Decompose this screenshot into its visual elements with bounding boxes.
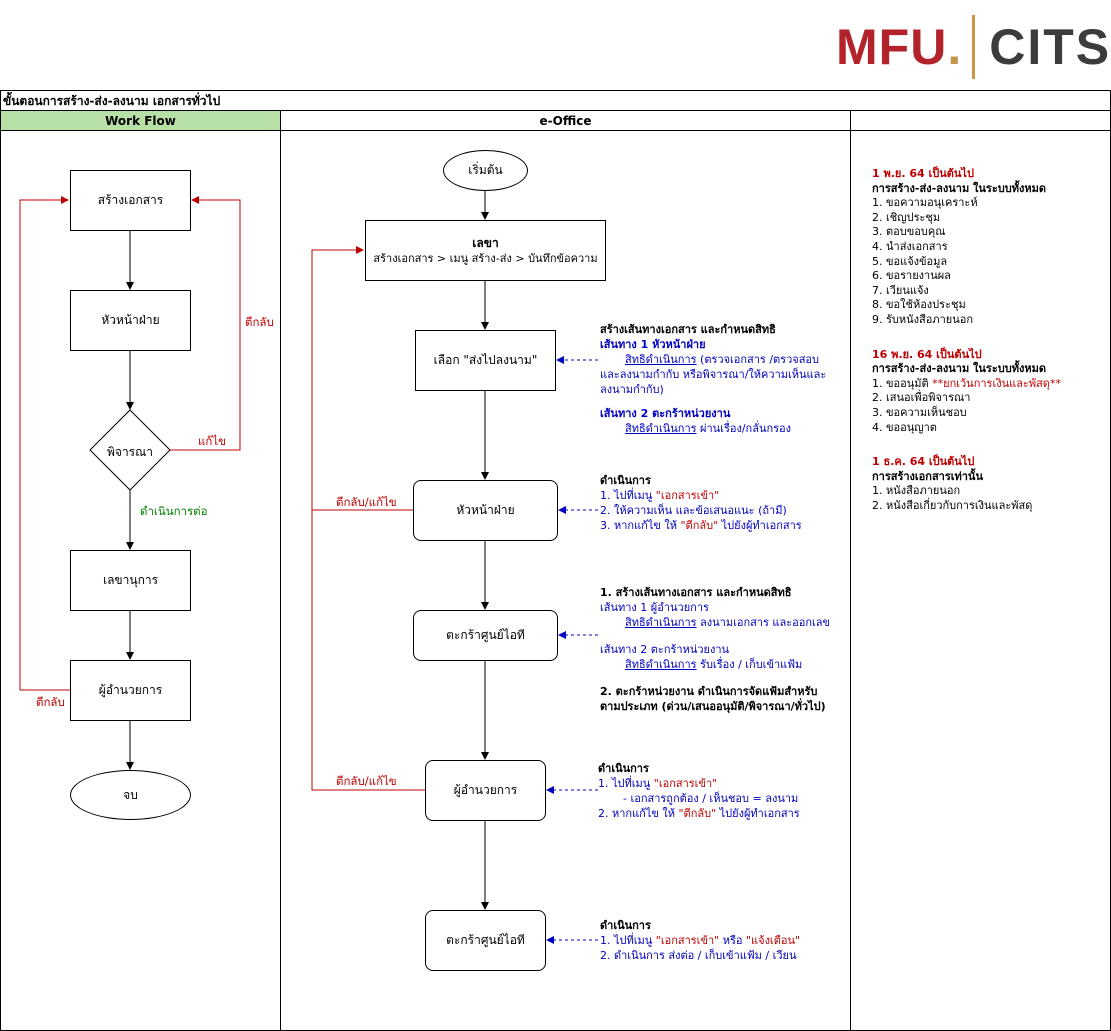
wf-consider-diamond bbox=[89, 409, 171, 491]
eo-return-fix-label-2: ตีกลับ/แก้ไข bbox=[336, 774, 397, 788]
eo-secretary-path: สร้างเอกสาร > เมนู สร้าง-ส่ง > บันทึกข้อ… bbox=[373, 251, 598, 265]
eo-it-basket-box-2: ตะกร้าศูนย์ไอที bbox=[425, 910, 546, 971]
wf-create-document-box: สร้างเอกสาร bbox=[70, 170, 191, 231]
notes-section3-heading: การสร้างเอกสารเท่านั้น bbox=[872, 469, 983, 483]
notes-section3-date: 1 ธ.ค. 64 เป็นต้นไป bbox=[872, 455, 975, 469]
notes-section1-item: 5. ขอแจ้งข้อมูล bbox=[872, 254, 948, 268]
notes-section1-item: 9. รับหนังสือภายนอก bbox=[872, 312, 974, 326]
notes-section2-date: 16 พ.ย. 64 เป็นต้นไป bbox=[872, 347, 982, 361]
logo-cits-text: CITS bbox=[989, 19, 1111, 75]
notes-column: 1 พ.ย. 64 เป็นต้นไป การสร้าง-ส่ง-ลงนาม ใ… bbox=[872, 167, 1061, 513]
wf-proceed-label: ดำเนินการต่อ bbox=[140, 504, 208, 518]
eo-return-fix-label-1: ตีกลับ/แก้ไข bbox=[336, 495, 397, 509]
notes-section2-item: 4. ขออนุญาต bbox=[872, 420, 937, 434]
wf-end-ellipse: จบ bbox=[70, 770, 191, 820]
eo-note-basket-final-actions: ดำเนินการ 1. ไปที่เมนู "เอกสารเข้า" หรือ… bbox=[600, 919, 801, 962]
logo-separator bbox=[972, 15, 976, 79]
notes-section1-date: 1 พ.ย. 64 เป็นต้นไป bbox=[872, 167, 974, 180]
header-divider bbox=[0, 130, 1111, 131]
notes-section1-item: 7. เวียนแจ้ง bbox=[872, 283, 929, 297]
eo-director-box: ผู้อำนวยการ bbox=[425, 760, 546, 821]
wf-fix-label: แก้ไข bbox=[198, 434, 227, 448]
eo-it-basket-box: ตะกร้าศูนย์ไอที bbox=[413, 610, 558, 661]
eo-head-return-loop bbox=[311, 246, 413, 511]
col-divider-2 bbox=[850, 110, 851, 1030]
notes-section1-item: 2. เชิญประชุม bbox=[872, 210, 941, 224]
workflow-column-header: Work Flow bbox=[105, 114, 176, 128]
notes-section2-heading: การสร้าง-ส่ง-ลงนาม ในระบบทั้งหมด bbox=[872, 362, 1046, 376]
col-divider-1 bbox=[280, 110, 281, 1030]
notes-section1-item: 3. ตอบขอบคุณ bbox=[872, 225, 946, 239]
notes-section3-item: 1. หนังสือภายนอก bbox=[872, 484, 961, 498]
logo-mfu-text: MFU. bbox=[836, 19, 963, 75]
notes-section1-item: 1. ขอความอนุเคราะห์ bbox=[872, 196, 978, 210]
notes-section1-item: 4. นำส่งเอกสาร bbox=[872, 239, 948, 253]
workflow-header-bg bbox=[1, 111, 280, 130]
eo-department-head-box: หัวหน้าฝ่าย bbox=[413, 480, 558, 541]
eo-note-head-actions: ดำเนินการ 1. ไปที่เมนู "เอกสารเข้า" 2. ใ… bbox=[600, 474, 802, 532]
wf-return-loop bbox=[19, 196, 70, 691]
notes-section1-heading: การสร้าง-ส่ง-ลงนาม ในระบบทั้งหมด bbox=[872, 181, 1046, 195]
notes-section1-item: 8. ขอใช้ห้องประชุม bbox=[872, 298, 966, 312]
title-divider bbox=[0, 110, 1111, 111]
eoffice-column-header: e-Office bbox=[539, 114, 592, 128]
wf-consider-label: พิจารณา bbox=[107, 445, 153, 459]
eo-start-ellipse: เริ่มต้น bbox=[443, 150, 528, 191]
eo-note-basket-route: 1. สร้างเส้นทางเอกสาร และกำหนดสิทธิ เส้น… bbox=[600, 586, 831, 713]
eo-note-route-setup: สร้างเส้นทางเอกสาร และกำหนดสิทธิ เส้นทาง… bbox=[600, 323, 827, 435]
wf-return-label-2: ตีกลับ bbox=[36, 695, 65, 709]
wf-director-box: ผู้อำนวยการ bbox=[70, 660, 191, 721]
wf-secretary-box: เลขานุการ bbox=[70, 550, 191, 611]
eo-choose-send-box: เลือก "ส่งไปลงนาม" bbox=[415, 330, 556, 391]
eo-secretary-title: เลขา bbox=[472, 235, 499, 250]
mfu-cits-logo: MFU. CITS bbox=[836, 14, 1111, 80]
eo-director-return-loop bbox=[311, 510, 425, 791]
page-title: ขั้นตอนการสร้าง-ส่ง-ลงนาม เอกสารทั่วไป bbox=[3, 94, 221, 108]
notes-section3-item: 2. หนังสือเกี่ยวกับการเงินและพัสดุ bbox=[872, 498, 1033, 512]
eo-secretary-box: เลขา สร้างเอกสาร > เมนู สร้าง-ส่ง > บันท… bbox=[365, 220, 606, 281]
notes-section2-item: 3. ขอความเห็นชอบ bbox=[872, 405, 967, 419]
wf-department-head-box: หัวหน้าฝ่าย bbox=[70, 290, 191, 351]
notes-section1-item: 6. ขอรายงานผล bbox=[872, 269, 951, 283]
eo-note-director-actions: ดำเนินการ 1. ไปที่เมนู "เอกสารเข้า" - เอ… bbox=[598, 762, 800, 820]
notes-section2-item: 2. เสนอเพื่อพิจารณา bbox=[872, 391, 971, 405]
wf-return-label: ตีกลับ bbox=[245, 315, 274, 329]
notes-section2-item: 1. ขออนุมัติ **ยกเว้นการเงินและพัสดุ** bbox=[872, 376, 1061, 390]
wf-fix-loop bbox=[170, 196, 241, 451]
